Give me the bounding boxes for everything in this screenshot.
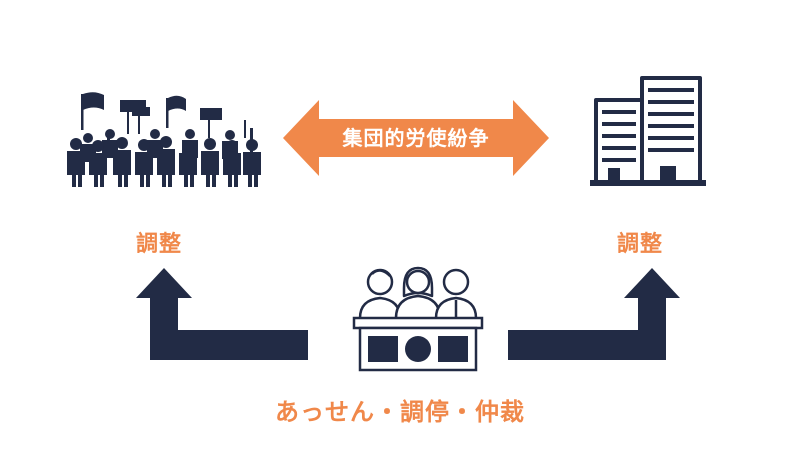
double-arrow	[283, 100, 549, 176]
mediation-methods-label: あっせん・調停・仲裁	[275, 398, 525, 426]
left-up-arrow	[136, 268, 308, 360]
labor-committee-icon	[352, 266, 484, 372]
protest-crowd-icon	[67, 92, 261, 187]
right-up-arrow	[508, 268, 680, 360]
adjustment-label-right: 調整	[617, 232, 664, 257]
office-buildings-icon	[590, 76, 706, 186]
dispute-label: 集団的労使紛争	[342, 126, 490, 150]
adjustment-label-left: 調整	[136, 232, 183, 257]
